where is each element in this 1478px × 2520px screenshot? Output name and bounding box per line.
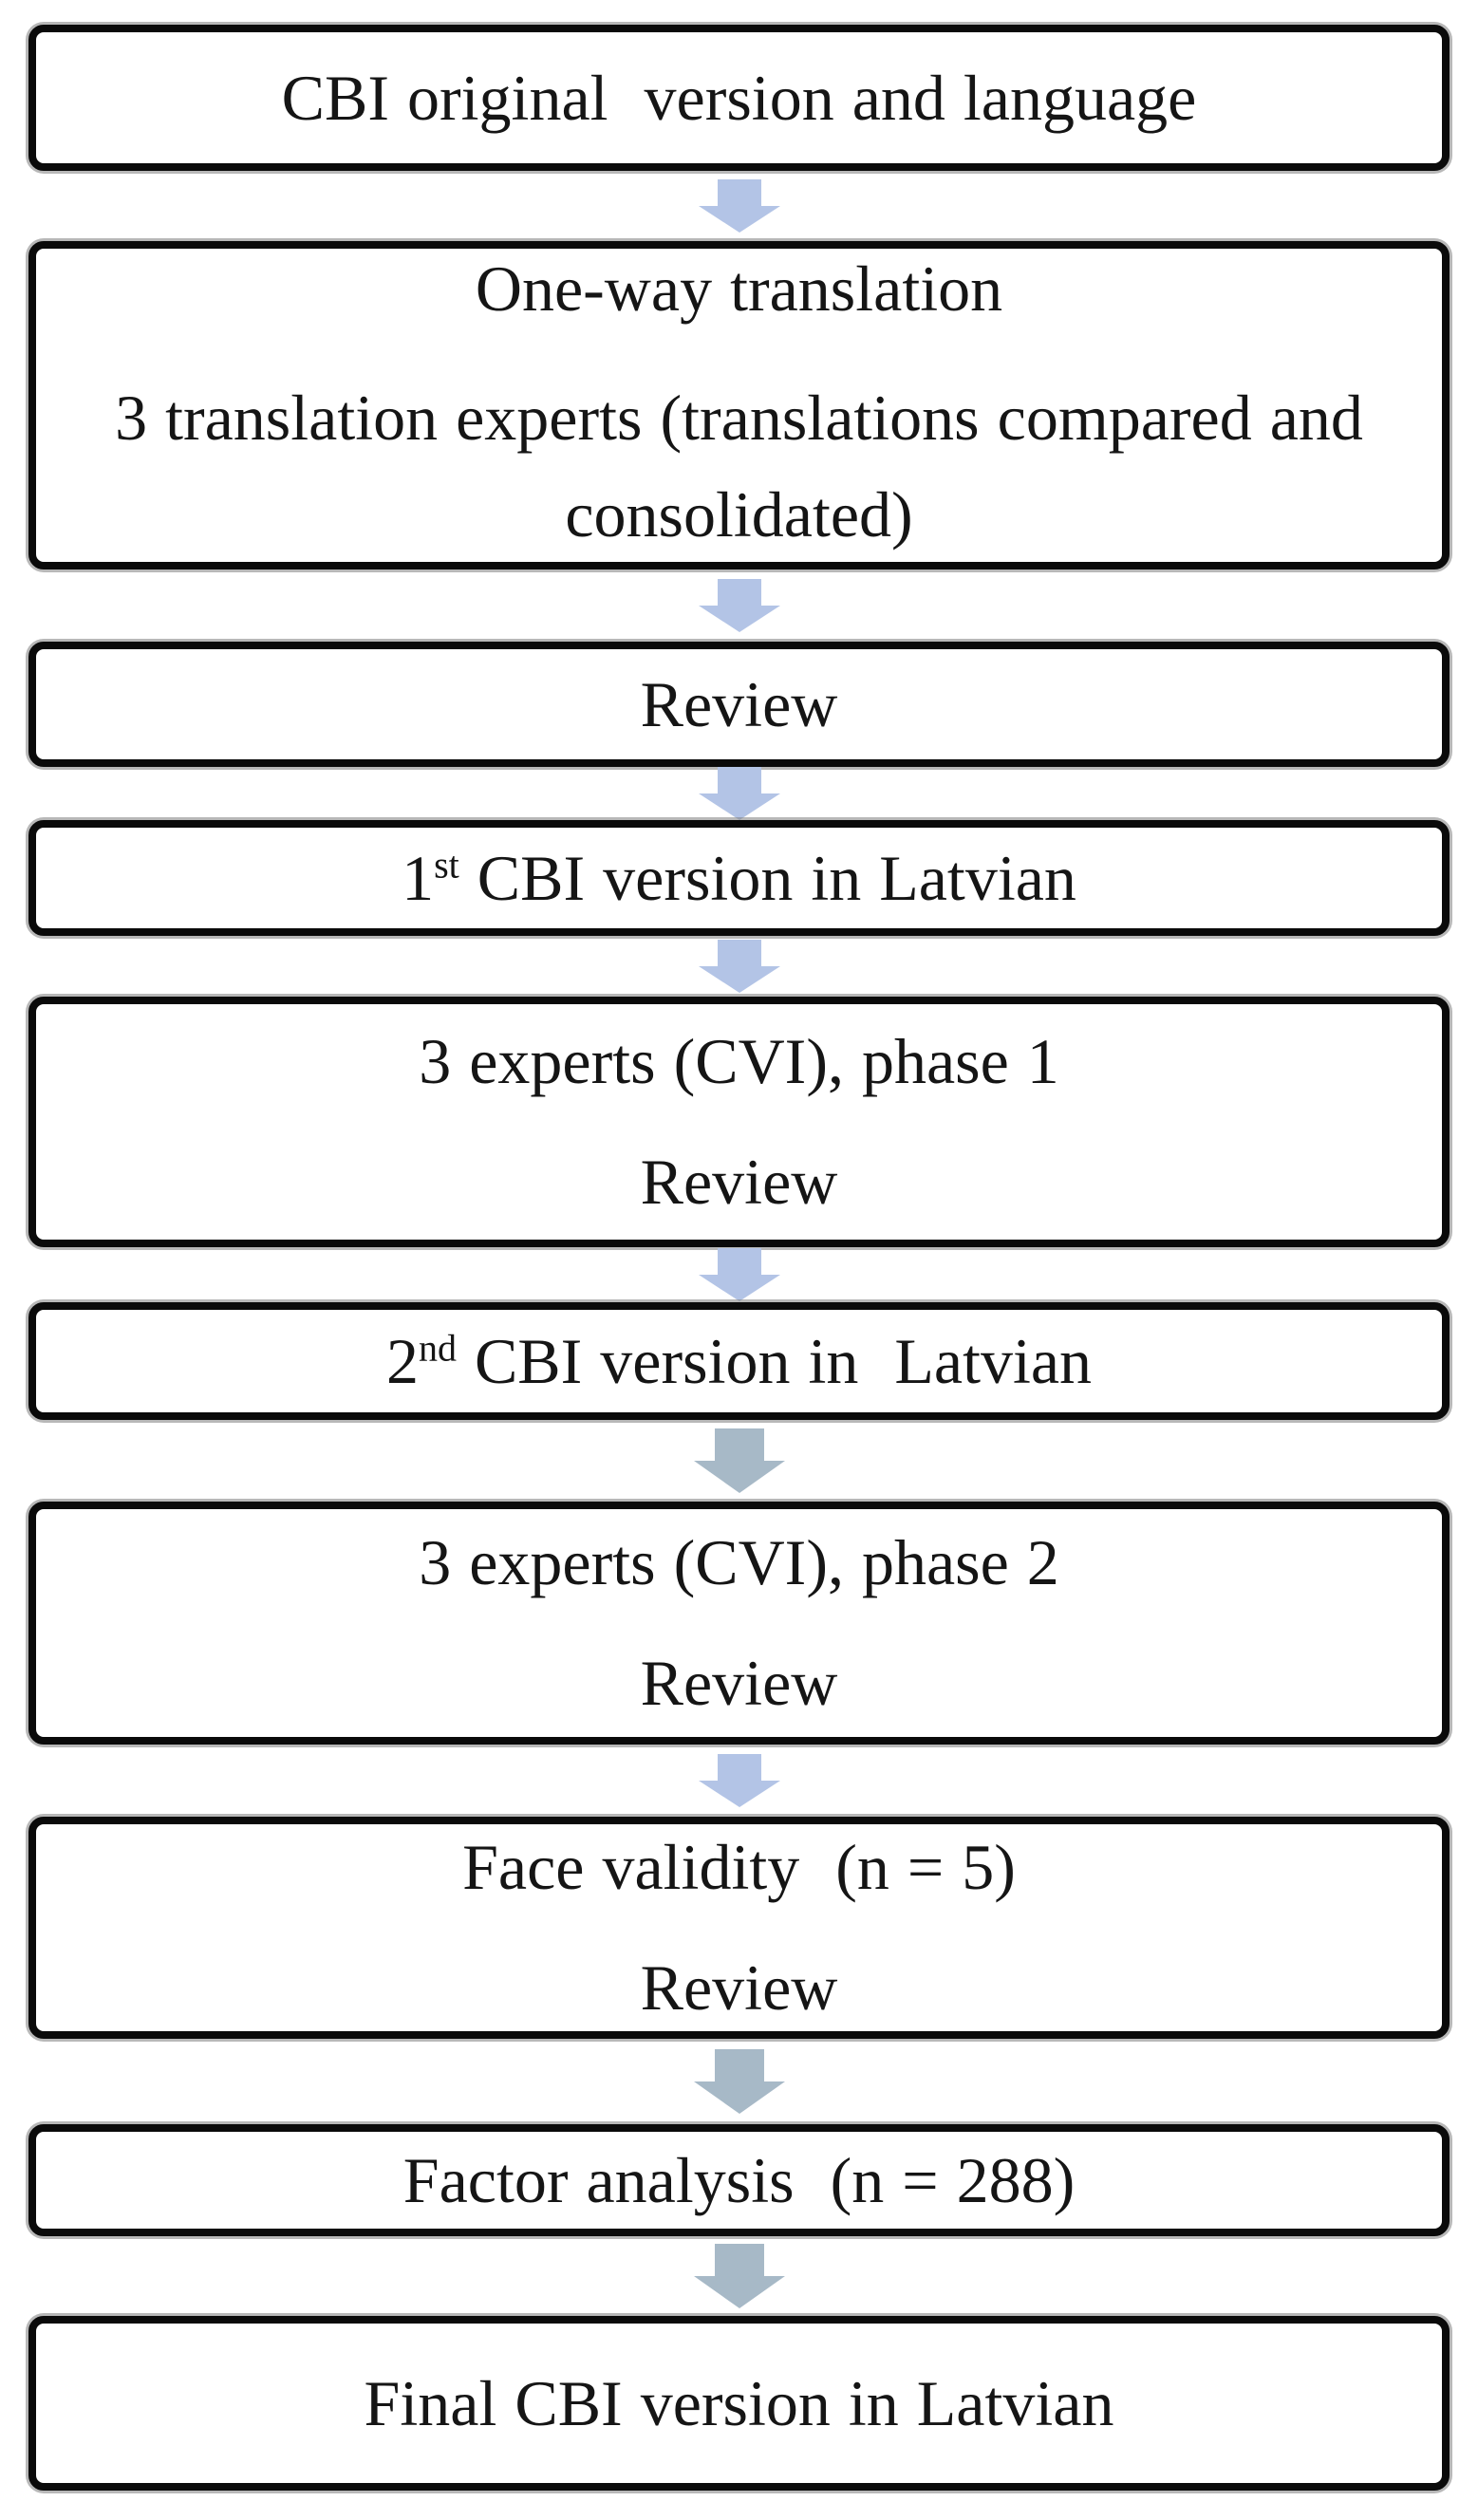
flow-box-label: Factor analysis (n = 288) bbox=[402, 2143, 1076, 2216]
down-arrow-icon bbox=[693, 2244, 785, 2308]
label-rest: CBI version in Latvian bbox=[458, 841, 1076, 914]
flow-arrow-9 bbox=[693, 2236, 785, 2316]
arrow-head bbox=[698, 793, 780, 820]
label-rest: CBI version in Latvian bbox=[456, 1324, 1093, 1397]
flow-arrow-3 bbox=[698, 767, 780, 820]
flow-box-experts-phase-2: 3 experts (CVI), phase 2 Review bbox=[28, 1502, 1450, 1745]
arrow-stem bbox=[714, 2049, 764, 2081]
arrow-head bbox=[693, 2276, 785, 2308]
flow-box-label: 1st CBI version in Latvian bbox=[402, 838, 1076, 919]
flow-box-final-cbi-version: Final CBI version in Latvian bbox=[28, 2316, 1450, 2491]
arrow-head bbox=[698, 1275, 780, 1301]
arrow-head bbox=[693, 1461, 785, 1493]
flow-box-one-way-translation: One-way translation 3 translation expert… bbox=[28, 241, 1450, 569]
arrow-head bbox=[693, 2081, 785, 2114]
flow-arrow-7 bbox=[698, 1745, 780, 1817]
arrow-stem bbox=[714, 1428, 764, 1461]
flow-box-experts-phase-1: 3 experts (CVI), phase 1 Review bbox=[28, 997, 1450, 1247]
flow-arrow-5 bbox=[698, 1247, 780, 1302]
flow-box-label: One-way translation bbox=[475, 252, 1003, 325]
arrow-stem bbox=[717, 940, 761, 966]
arrow-head bbox=[698, 606, 780, 632]
arrow-stem bbox=[714, 2244, 764, 2276]
down-arrow-icon bbox=[698, 579, 780, 632]
flow-box-review-1: Review bbox=[28, 642, 1450, 767]
arrow-stem bbox=[717, 579, 761, 606]
arrow-stem bbox=[717, 767, 761, 793]
down-arrow-icon bbox=[693, 2049, 785, 2114]
flow-arrow-8 bbox=[693, 2039, 785, 2124]
flow-box-label: Face validity (n = 5) bbox=[462, 1831, 1016, 1903]
flow-box-label: Final CBI version in Latvian bbox=[364, 2366, 1114, 2439]
flow-box-face-validity: Face validity (n = 5) Review bbox=[28, 1817, 1450, 2039]
flow-box-2nd-cbi-version: 2nd CBI version in Latvian bbox=[28, 1302, 1450, 1420]
down-arrow-icon bbox=[698, 767, 780, 820]
flow-box-sublabel: 3 translation experts (translations comp… bbox=[115, 381, 1363, 551]
down-arrow-icon bbox=[693, 1428, 785, 1493]
flow-box-label: 3 experts (CVI), phase 1 bbox=[419, 1025, 1059, 1097]
flow-box-1st-cbi-version: 1st CBI version in Latvian bbox=[28, 820, 1450, 936]
ordinal-suffix: nd bbox=[418, 1325, 457, 1369]
down-arrow-icon bbox=[698, 940, 780, 993]
flow-box-factor-analysis: Factor analysis (n = 288) bbox=[28, 2124, 1450, 2236]
flow-arrow-1 bbox=[698, 171, 780, 241]
ordinal-suffix: st bbox=[434, 842, 459, 886]
flow-box-label: 3 experts (CVI), phase 2 bbox=[419, 1526, 1059, 1598]
arrow-stem bbox=[717, 1754, 761, 1781]
flow-box-cbi-original: CBI original version and language bbox=[28, 25, 1450, 171]
flow-box-label: 2nd CBI version in Latvian bbox=[386, 1321, 1092, 1402]
arrow-head bbox=[698, 966, 780, 993]
arrow-stem bbox=[717, 1248, 761, 1275]
arrow-stem bbox=[717, 179, 761, 206]
flow-box-label: CBI original version and language bbox=[281, 61, 1197, 134]
flow-box-sublabel: Review bbox=[640, 1951, 838, 2024]
arrow-head bbox=[698, 206, 780, 233]
ordinal-number: 1 bbox=[402, 841, 435, 914]
flow-box-sublabel: Review bbox=[640, 1647, 838, 1719]
arrow-head bbox=[698, 1781, 780, 1807]
down-arrow-icon bbox=[698, 1754, 780, 1807]
flow-box-label: Review bbox=[640, 667, 838, 740]
ordinal-number: 2 bbox=[385, 1324, 419, 1397]
down-arrow-icon bbox=[698, 179, 780, 233]
flow-box-sublabel: Review bbox=[640, 1146, 838, 1218]
flow-arrow-6 bbox=[693, 1420, 785, 1502]
flow-arrow-2 bbox=[698, 569, 780, 642]
flow-arrow-4 bbox=[698, 936, 780, 997]
down-arrow-icon bbox=[698, 1248, 780, 1301]
